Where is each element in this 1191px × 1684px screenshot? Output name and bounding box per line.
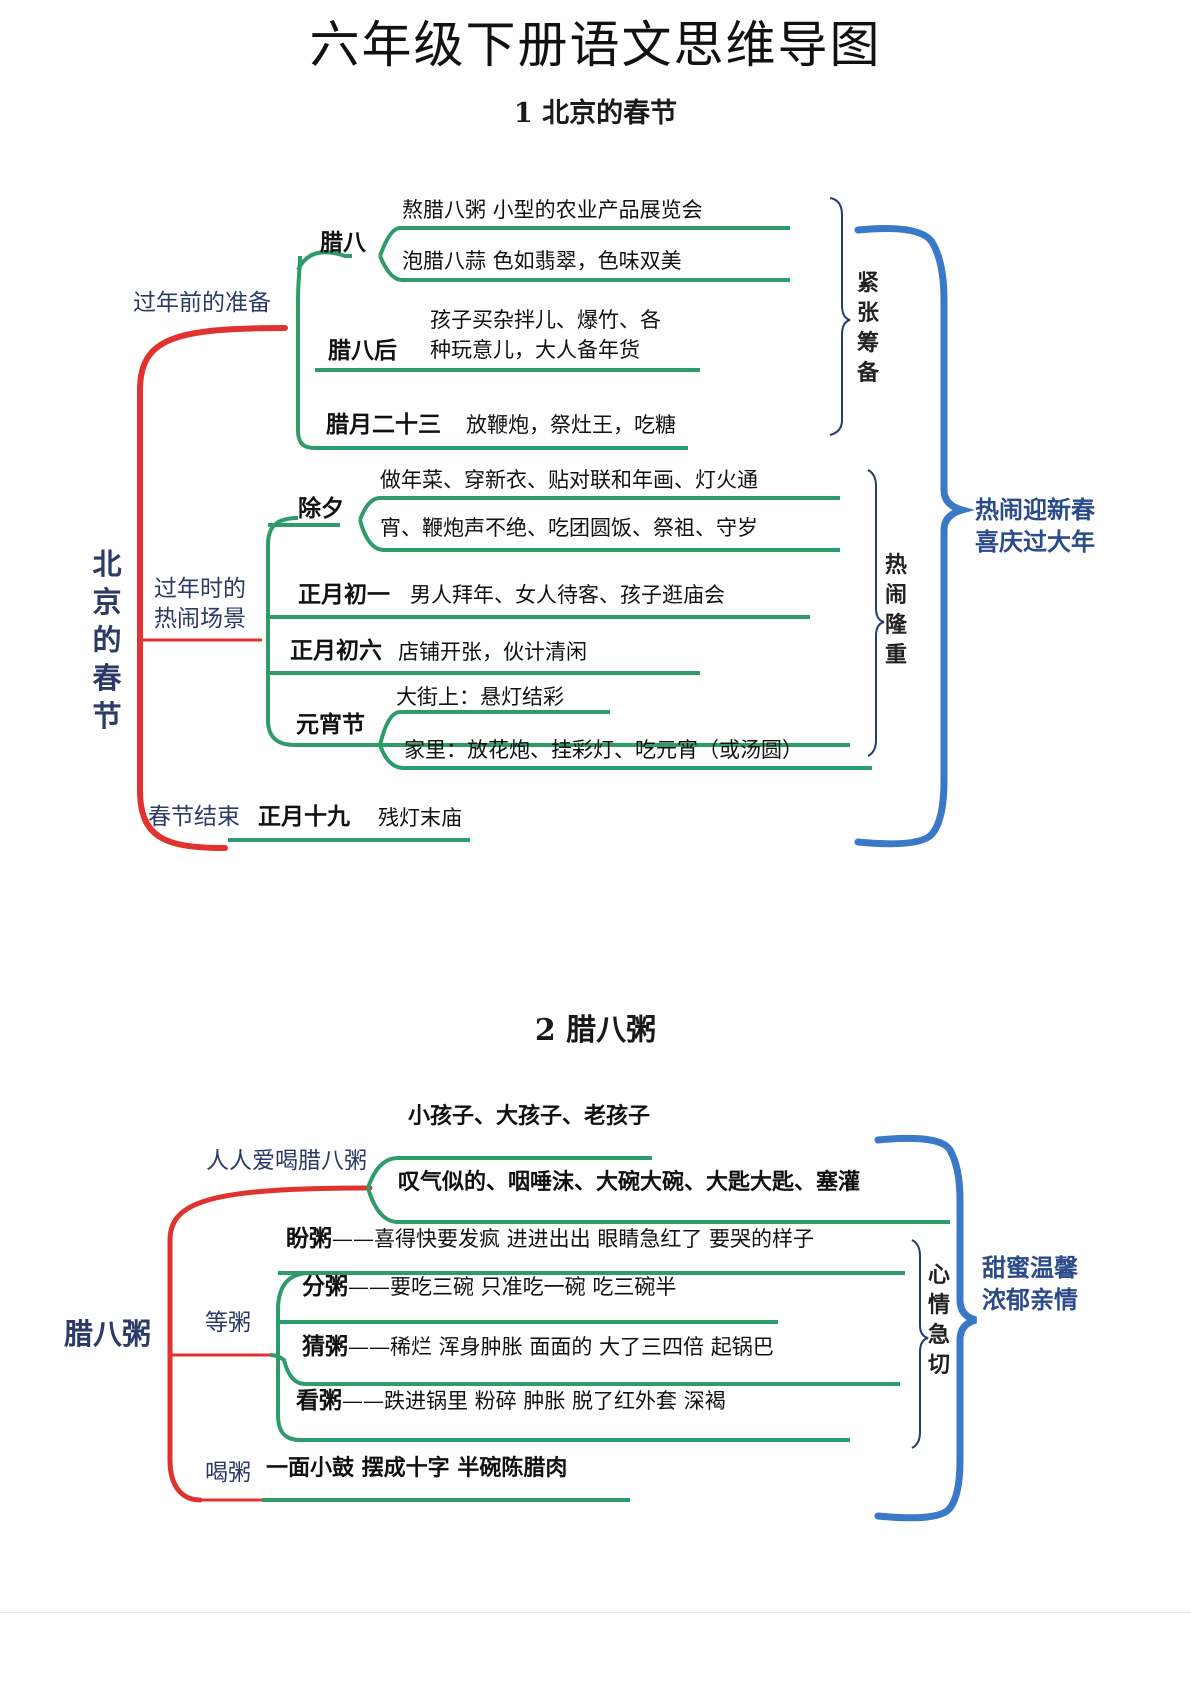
wait-item-pan: 盼粥——喜得快要发疯 进进出出 眼睛急红了 要哭的样子 [286,1228,814,1251]
node-chuyi: 正月初一 [298,582,390,608]
wait-item-fen: 分粥——要吃三碗 只准吃一碗 吃三碗半 [302,1276,676,1299]
branch-end: 春节结束 [148,804,240,830]
branch-during-line2: 热闹场景 [154,606,246,632]
wait-item-label: 盼粥 [286,1226,332,1252]
leaf-layue23: 放鞭炮，祭灶王，吃糖 [466,413,676,437]
leaf-drink: 一面小鼓 摆成十字 半碗陈腊肉 [266,1456,568,1481]
wait-item-kan: 看粥——跌进锅里 粉碎 肿胀 脱了红外套 深褐 [296,1390,726,1413]
branch-love: 人人爱喝腊八粥 [206,1148,367,1174]
bracket-renao: 热闹隆重 [884,552,907,668]
section2-heading: 2 腊八粥 [534,1013,657,1048]
section1-summary-line2: 喜庆过大年 [975,528,1095,556]
node-chuxi: 除夕 [298,496,344,522]
wait-item-cai: 猜粥——稀烂 浑身肿胀 面面的 大了三四倍 起锅巴 [302,1336,774,1359]
leaf-love-2: 叹气似的、咽唾沫、大碗大碗、大匙大匙、塞灌 [398,1170,861,1195]
wait-item-text: ——跌进锅里 粉碎 肿胀 脱了红外套 深褐 [342,1389,726,1413]
branch-drink: 喝粥 [205,1460,251,1486]
leaf-yuanxiao-2: 家里：放花炮、挂彩灯、吃元宵（或汤圆） [404,738,803,762]
section1-root: 北京的春节 [92,547,122,733]
leaf-shijiu: 残灯末庙 [378,806,462,830]
section1-heading: 1 北京的春节 [513,98,678,129]
branch-before: 过年前的准备 [133,290,271,316]
node-laba: 腊八 [320,230,366,256]
wait-item-text: ——稀烂 浑身肿胀 面面的 大了三四倍 起锅巴 [348,1335,774,1359]
node-layue23: 腊月二十三 [326,412,441,438]
branch-during-line1: 过年时的 [154,576,246,602]
leaf-laba-2: 泡腊八蒜 色如翡翠，色味双美 [402,249,682,273]
leaf-yuanxiao-1: 大街上：悬灯结彩 [396,685,564,709]
wait-item-label: 看粥 [296,1388,342,1414]
leaf-chuxi-2: 宵、鞭炮声不绝、吃团圆饭、祭祖、守岁 [380,516,758,540]
leaf-chuyi: 男人拜年、女人待客、孩子逛庙会 [410,583,725,607]
leaf-chuliu: 店铺开张，伙计清闲 [398,640,587,664]
wait-item-label: 分粥 [302,1274,348,1300]
bracket-xinqing: 心情急切 [927,1262,950,1378]
leaf-laba-after-1: 孩子买杂拌儿、爆竹、各 [430,308,661,332]
bracket-jinzhang: 紧张筹备 [856,270,879,386]
section2-summary-line2: 浓郁亲情 [982,1286,1078,1314]
node-yuanxiao: 元宵节 [296,712,365,738]
leaf-love-1: 小孩子、大孩子、老孩子 [408,1104,651,1129]
node-chuliu: 正月初六 [290,638,382,664]
section2-root: 腊八粥 [64,1317,152,1351]
section2-summary-line1: 甜蜜温馨 [982,1254,1078,1282]
section1-summary-line1: 热闹迎新春 [975,496,1095,524]
wait-item-text: ——要吃三碗 只准吃一碗 吃三碗半 [348,1275,677,1299]
leaf-laba-1: 熬腊八粥 小型的农业产品展览会 [402,198,703,222]
page-title: 六年级下册语文思维导图 [309,16,882,74]
branch-wait: 等粥 [205,1310,251,1336]
leaf-laba-after-2: 种玩意儿，大人备年货 [430,338,640,362]
node-shijiu: 正月十九 [258,804,350,830]
wait-item-label: 猜粥 [302,1334,348,1360]
node-laba-after: 腊八后 [328,338,397,364]
wait-item-text: ——喜得快要发疯 进进出出 眼睛急红了 要哭的样子 [332,1227,815,1251]
footer-divider [0,1612,1191,1613]
leaf-chuxi-1: 做年菜、穿新衣、贴对联和年画、灯火通 [380,468,758,492]
